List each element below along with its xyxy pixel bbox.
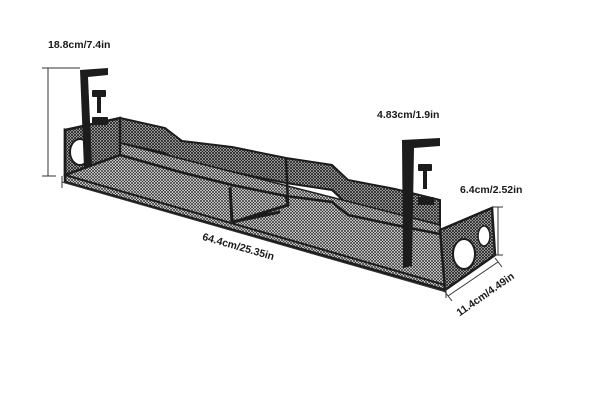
tray-height-dimension-label: 6.4cm/2.52in <box>460 184 523 196</box>
front-wall <box>63 128 447 292</box>
height-dimension-label: 18.8cm/7.4in <box>48 39 111 51</box>
left-clamp <box>80 68 108 168</box>
right-clamp <box>402 138 440 268</box>
dimension-lines <box>42 67 503 302</box>
clamp-width-dimension-label: 4.83cm/1.9in <box>377 109 440 121</box>
